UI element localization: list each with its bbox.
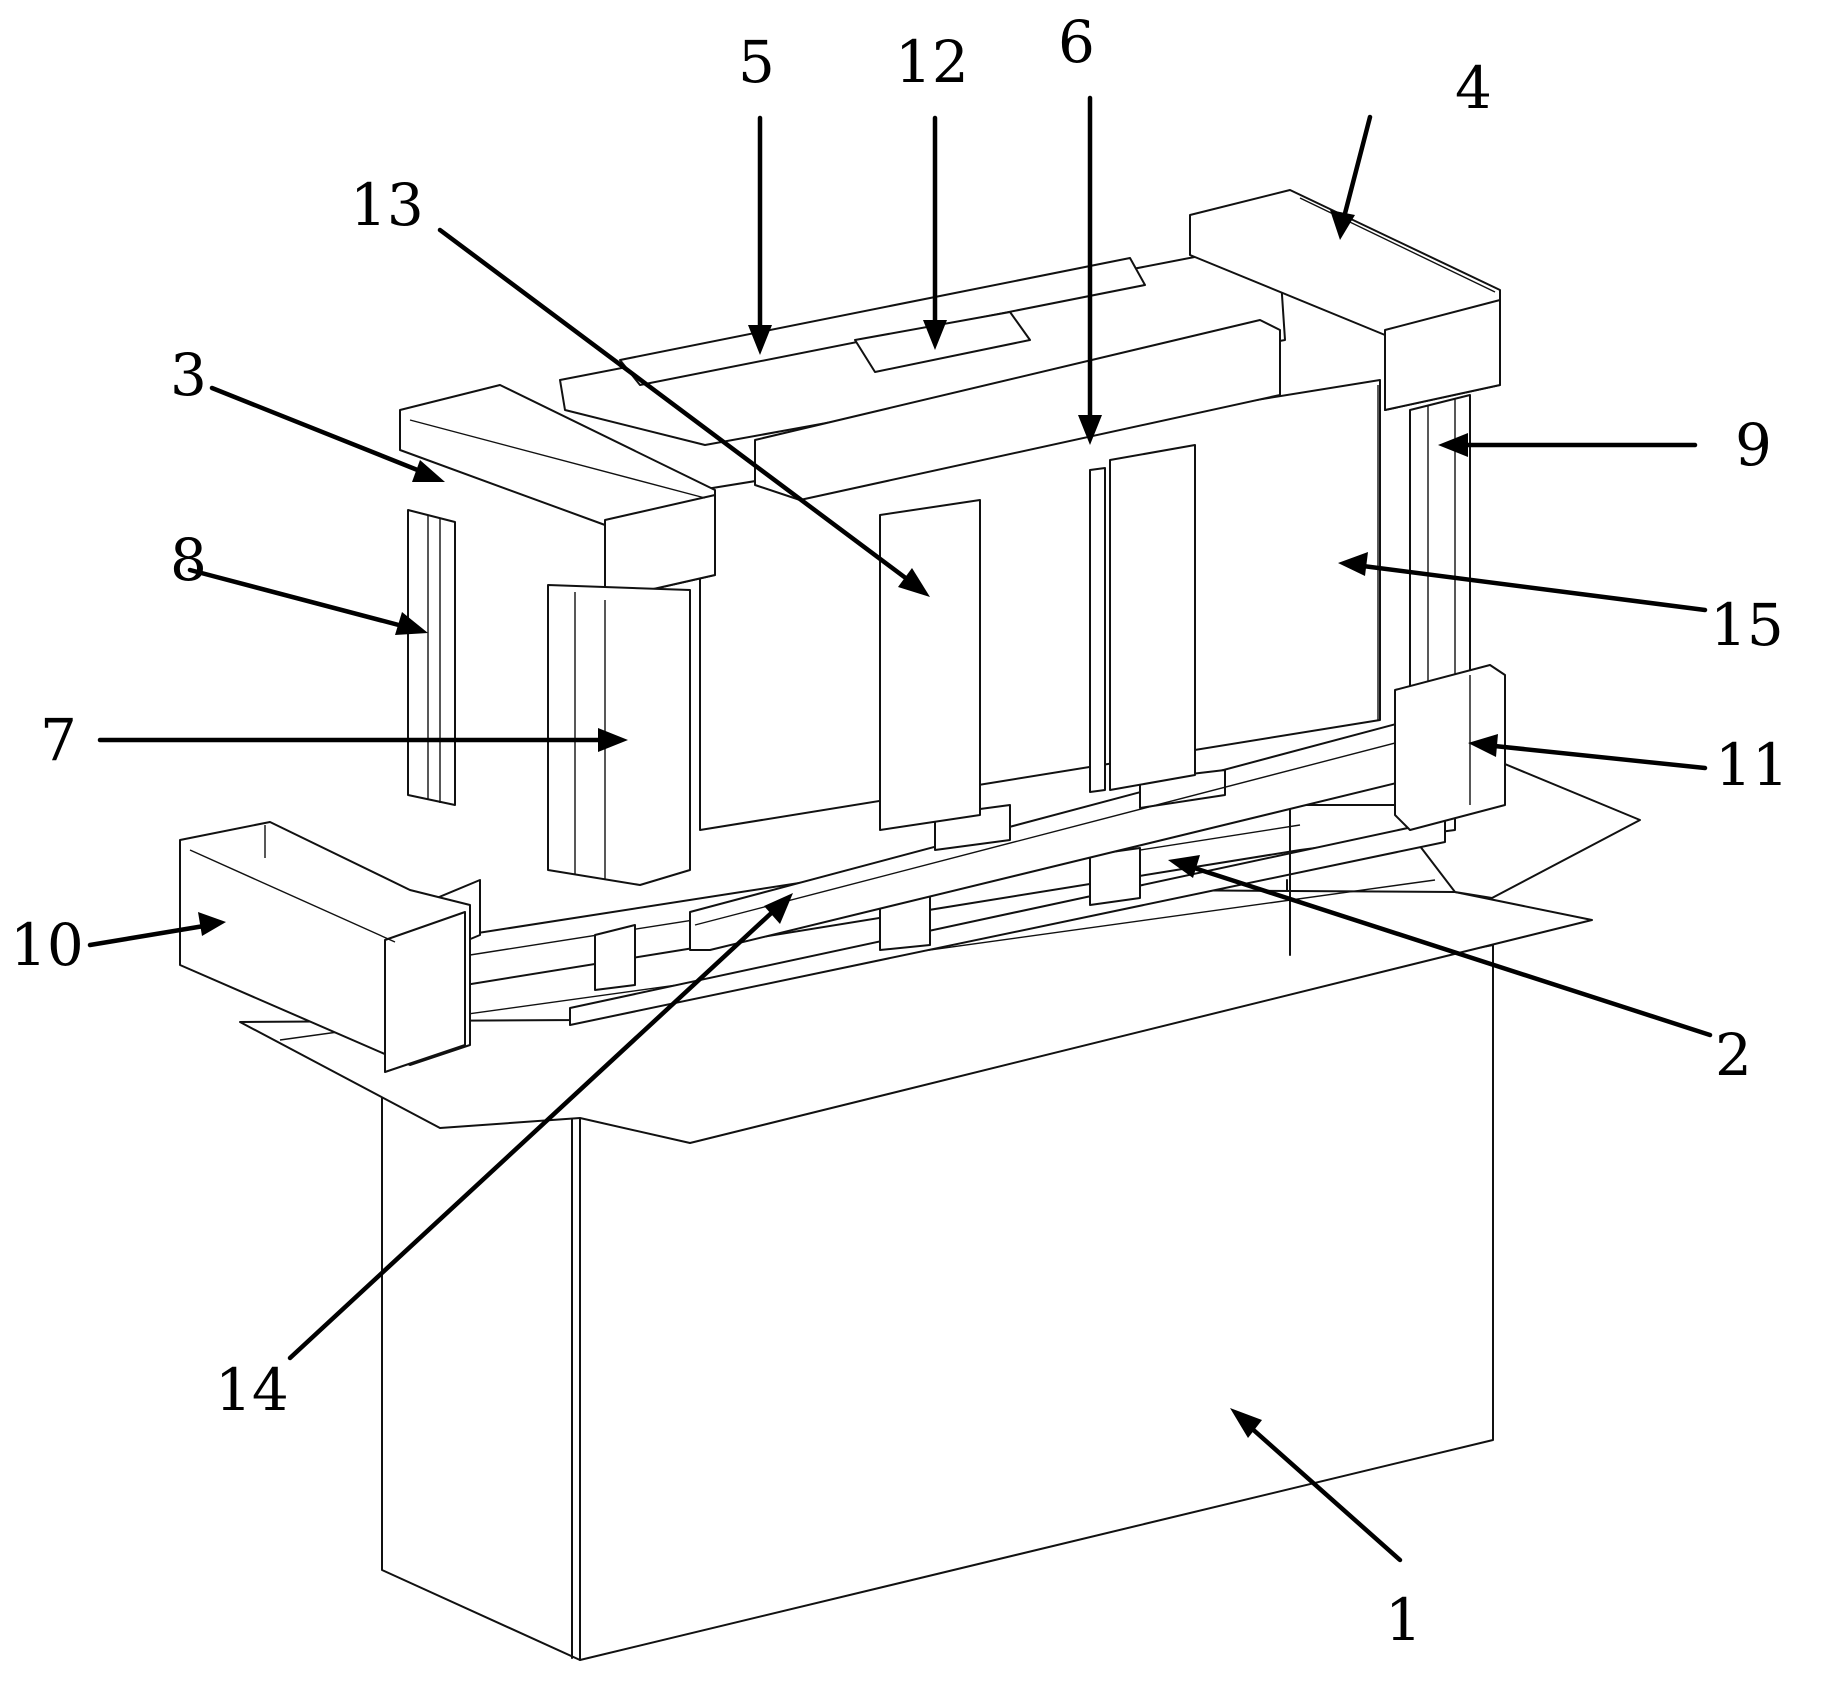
- callout-15: 15: [1710, 591, 1784, 659]
- callout-12: 12: [895, 28, 969, 96]
- corner-cap-right: [1189, 189, 1501, 411]
- callout-14: 14: [215, 1356, 289, 1424]
- callout-9: 9: [1735, 411, 1772, 479]
- top-beam: [559, 254, 1286, 501]
- corner-post-front: [547, 584, 691, 886]
- leader-lines: [87, 95, 1713, 1563]
- callout-4: 4: [1455, 54, 1492, 122]
- callout-8: 8: [170, 526, 207, 594]
- callout-3: 3: [170, 341, 207, 409]
- callout-13: 13: [350, 171, 424, 239]
- callout-7: 7: [40, 706, 77, 774]
- callout-5: 5: [738, 28, 775, 96]
- bottom-corner-right: [1394, 664, 1506, 831]
- corner-post-left: [407, 509, 456, 806]
- callout-labels: 1 2 3 4 5 6 7 8 9 10 11 12 13 14 15: [10, 8, 1789, 1654]
- vertical-strips: [879, 444, 1196, 831]
- bottom-corner-left: [179, 821, 471, 1073]
- callout-10: 10: [10, 911, 84, 979]
- callout-1: 1: [1385, 1586, 1422, 1654]
- corner-cap-left: [399, 384, 716, 601]
- callout-11: 11: [1715, 731, 1789, 799]
- callout-6: 6: [1058, 8, 1095, 76]
- callout-2: 2: [1715, 1021, 1752, 1089]
